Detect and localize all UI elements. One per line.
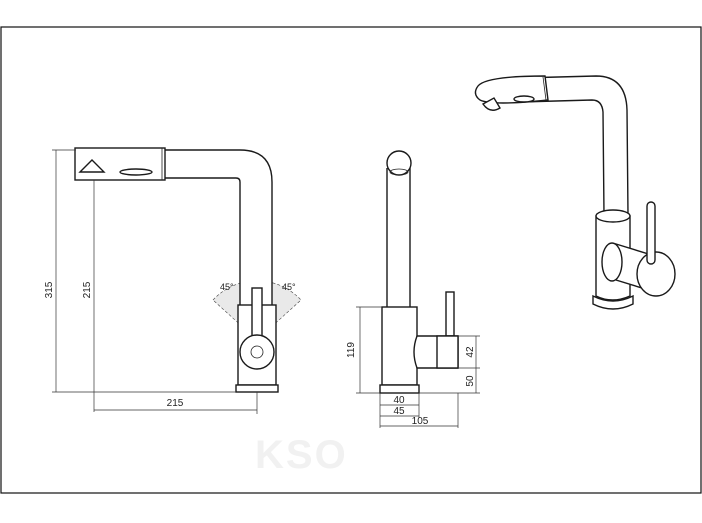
front-base (235, 384, 279, 393)
dim-lever-offset: 50 (465, 375, 476, 387)
side-body (381, 306, 418, 386)
side-spout-outlet (389, 168, 409, 176)
side-lever-stem (445, 291, 455, 337)
front-view: 45° 45° 315 215 215 (44, 147, 302, 414)
dim-depth: 105 (412, 416, 429, 427)
angle-left-label: 45° (220, 282, 234, 292)
front-lever-hub (239, 334, 275, 370)
dim-base-dia: 40 (393, 395, 405, 406)
persp-lever-stick (646, 201, 656, 265)
persp-spray-head (474, 75, 549, 104)
dim-spout-height: 215 (82, 281, 93, 298)
drawing-frame (0, 26, 702, 494)
dim-body-dia: 45 (393, 406, 405, 417)
persp-spray-seam (542, 76, 547, 101)
side-lever-cap (436, 335, 459, 369)
side-spout (386, 168, 411, 309)
watermark-logo: KSO (255, 433, 348, 477)
dim-lever-height: 42 (465, 346, 476, 358)
dim-total-height: 315 (44, 281, 55, 298)
persp-lever-face (636, 251, 676, 297)
persp-lever-front (601, 242, 623, 282)
dim-reach: 215 (167, 398, 184, 409)
side-view: 119 42 50 40 45 105 (346, 150, 480, 428)
persp-spray-button (513, 95, 535, 103)
side-base (379, 384, 420, 394)
persp-body-top (595, 209, 631, 223)
persp-base (592, 294, 634, 310)
dim-body-height: 119 (346, 342, 357, 358)
persp-spray-nozzle (481, 97, 501, 111)
front-spray-nozzle (78, 159, 106, 173)
front-spray-button (119, 168, 153, 176)
angle-right-label: 45° (282, 282, 296, 292)
rotation-arc (212, 280, 302, 301)
front-lever-hub-inner (250, 345, 264, 359)
perspective-view (474, 75, 676, 310)
